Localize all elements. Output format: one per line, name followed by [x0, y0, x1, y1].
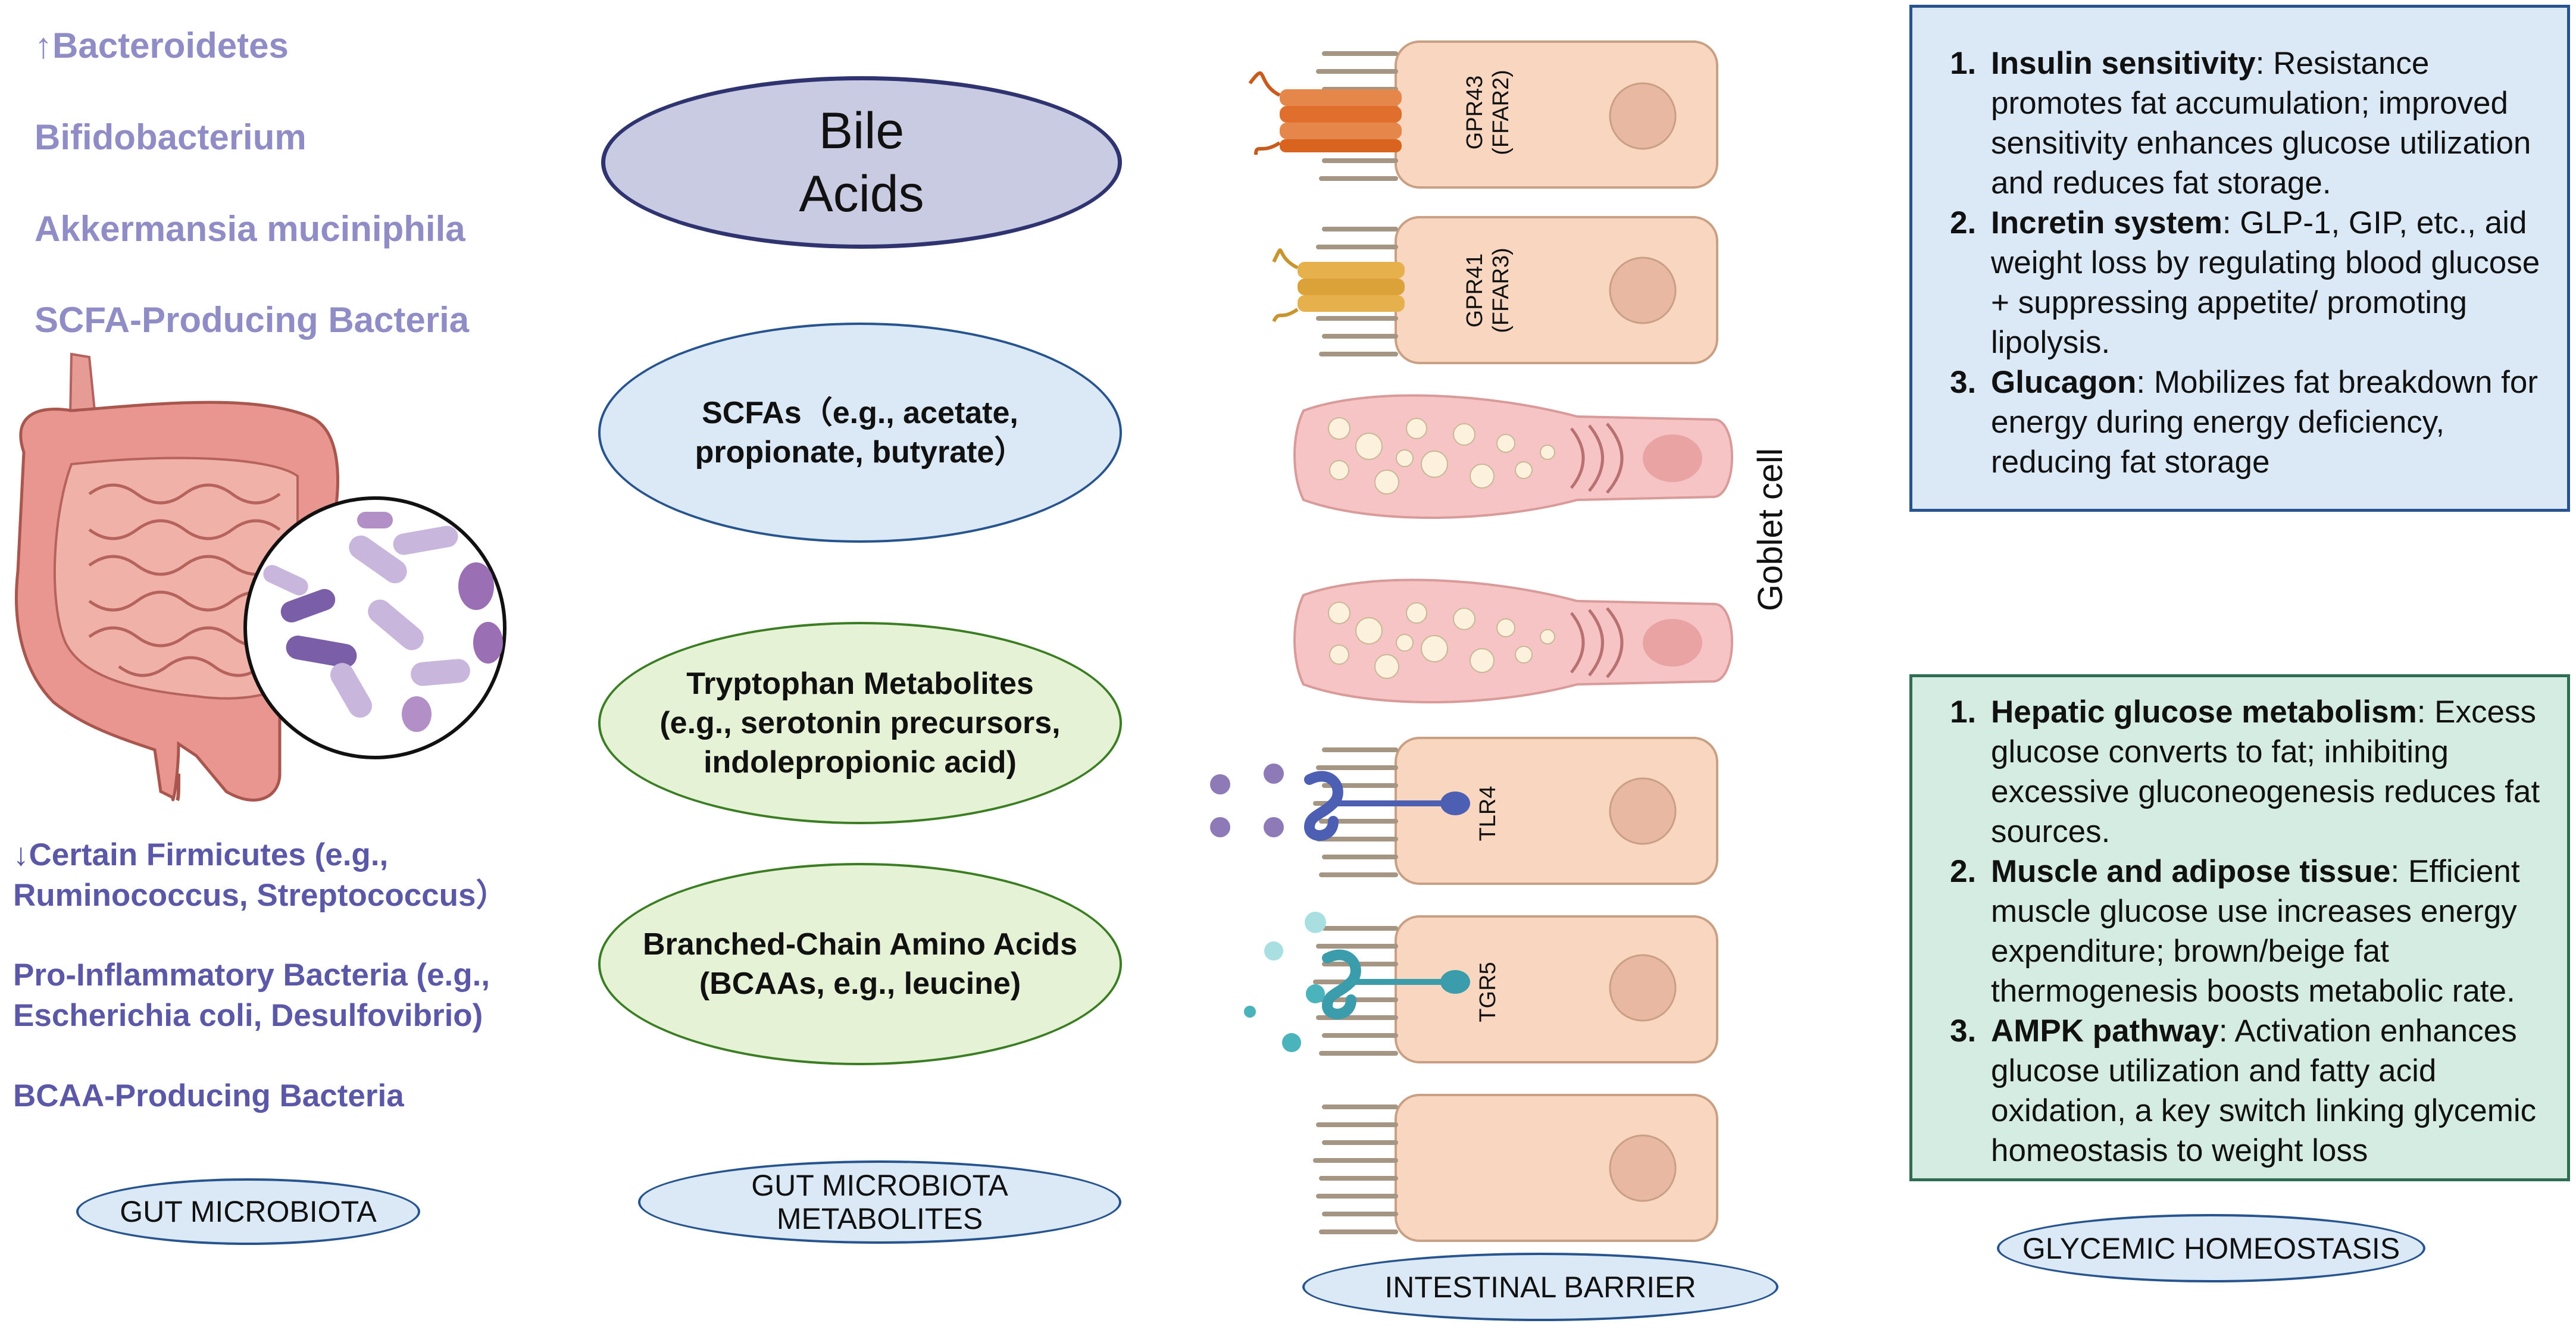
gpr43-label-line-2: (FFAR2): [1489, 70, 1514, 155]
epithelial-cell-1: [1248, 40, 1718, 189]
bile-acids-ellipse: Bile Acids: [601, 76, 1122, 249]
scfas-line-2: propionate, butyrate）: [695, 435, 1026, 470]
gpr41-label-line-1: GPR41: [1462, 253, 1487, 328]
glycemic-homeostasis-label: GLYCEMIC HOMEOSTASIS: [1997, 1214, 2425, 1282]
gpr43-label-line-1: GPR43: [1462, 75, 1487, 150]
bcaa-line-1: Branched-Chain Amino Acids: [642, 927, 1077, 962]
gpr41-label-line-2: (FFAR3): [1489, 248, 1514, 333]
bacteria-down-1b: Ruminococcus, Streptococcus）: [13, 878, 508, 913]
item-text: : Efficient muscle glucose use increases…: [1991, 854, 2520, 1009]
tgr5-label: TGR5: [1475, 962, 1500, 1022]
glycemic-box-2-item-3: AMPK pathway: Activation enhances glucos…: [1985, 1011, 2543, 1171]
bacteria-up-4: SCFA-Producing Bacteria: [35, 300, 470, 340]
bacteria-down-2b: Escherichia coli, Desulfovibrio): [13, 998, 483, 1033]
item-text: : GLP-1, GIP, etc., aid weight loss by r…: [1991, 205, 2540, 360]
item-text: : Excess glucose converts to fat; inhibi…: [1991, 694, 2540, 849]
item-title: Insulin sensitivity: [1991, 46, 2256, 81]
bacteria-down-1a: ↓Certain Firmicutes (e.g.,: [13, 837, 389, 872]
gpr43-label: GPR43 (FFAR2): [1462, 53, 1514, 172]
bacteria-down-2a: Pro-Inflammatory Bacteria (e.g.,: [13, 958, 490, 993]
scfas-ellipse: SCFAs（e.g., acetate, propionate, butyrat…: [598, 323, 1122, 543]
bile-acids-line-1: Bile: [818, 102, 905, 159]
bacteria-up-1: ↑Bacteroidetes: [35, 26, 289, 65]
tgr5-receptor-icon: [1321, 949, 1470, 1019]
epithelial-cell-2: [1272, 216, 1718, 364]
item-text: : Resistance promotes fat accumulation; …: [1991, 46, 2531, 201]
scfas-line-1: SCFAs（e.g., acetate,: [702, 396, 1018, 430]
glycemic-box-1: Insulin sensitivity: Resistance promotes…: [1909, 5, 2570, 512]
tryptophan-line-1: Tryptophan Metabolites: [686, 667, 1034, 701]
epithelial-cell-3: [1210, 737, 1718, 885]
glycemic-box-2-item-1: Hepatic glucose metabolism: Excess gluco…: [1985, 692, 2543, 852]
bacteria-up-2: Bifidobacterium: [35, 117, 307, 157]
epithelial-cell-4: [1244, 912, 1718, 1063]
glycemic-box-1-item-1: Insulin sensitivity: Resistance promotes…: [1985, 43, 2543, 203]
glycemic-box-1-item-2: Incretin system: GLP-1, GIP, etc., aid w…: [1985, 203, 2543, 362]
goblet-cell-2: [1293, 578, 1733, 703]
item-title: Hepatic glucose metabolism: [1991, 694, 2417, 730]
item-text: : Mobilizes fat breakdown for energy dur…: [1991, 365, 2538, 480]
glycemic-box-1-item-3: Glucagon: Mobilizes fat breakdown for en…: [1985, 362, 2543, 482]
intestine-illustration: [15, 352, 507, 802]
gpr41-receptor-icon: [1272, 248, 1405, 323]
gpr41-label: GPR41 (FFAR3): [1462, 231, 1514, 350]
metabolites-label: GUT MICROBIOTA METABOLITES: [638, 1160, 1121, 1244]
glycemic-box-2: Hepatic glucose metabolism: Excess gluco…: [1909, 674, 2570, 1181]
tryptophan-line-3: indolepropionic acid): [704, 745, 1017, 780]
epithelial-cell-5: [1313, 1094, 1718, 1242]
metabolites-label-line-2: METABOLITES: [776, 1202, 983, 1235]
intestinal-barrier-label: INTESTINAL BARRIER: [1302, 1253, 1778, 1321]
gpr43-receptor-icon: [1248, 71, 1402, 155]
goblet-cell-label: Goblet cell: [1751, 448, 1790, 612]
tlr4-label: TLR4: [1475, 786, 1500, 841]
tryptophan-ellipse: Tryptophan Metabolites (e.g., serotonin …: [598, 622, 1122, 824]
bcaa-line-2: (BCAAs, e.g., leucine): [699, 966, 1021, 1001]
item-title: Glucagon: [1991, 365, 2137, 400]
gut-microbiota-label-text: GUT MICROBIOTA: [120, 1195, 377, 1228]
bcaa-ellipse: Branched-Chain Amino Acids (BCAAs, e.g.,…: [598, 863, 1122, 1065]
gut-microbiota-label: GUT MICROBIOTA: [76, 1178, 420, 1245]
glycemic-box-2-item-2: Muscle and adipose tissue: Efficient mus…: [1985, 852, 2543, 1011]
bile-acids-line-2: Acids: [799, 165, 924, 223]
tryptophan-line-2: (e.g., serotonin precursors,: [659, 706, 1061, 740]
item-title: Incretin system: [1991, 205, 2222, 240]
intestinal-barrier-label-text: INTESTINAL BARRIER: [1384, 1270, 1696, 1304]
bacteria-magnified: [263, 512, 503, 732]
goblet-cell-1: [1293, 394, 1733, 519]
glycemic-homeostasis-label-text: GLYCEMIC HOMEOSTASIS: [2022, 1231, 2400, 1265]
bacteria-down-3: BCAA-Producing Bacteria: [13, 1078, 404, 1113]
item-text: : Activation enhances glucose utilizatio…: [1991, 1013, 2537, 1168]
bacteria-up-3: Akkermansia muciniphila: [35, 209, 465, 249]
intestinal-barrier: [1210, 40, 1733, 1242]
item-title: AMPK pathway: [1991, 1013, 2219, 1049]
metabolites-label-line-1: GUT MICROBIOTA: [751, 1169, 1008, 1202]
item-title: Muscle and adipose tissue: [1991, 854, 2391, 889]
tlr4-receptor-icon: [1303, 771, 1470, 841]
